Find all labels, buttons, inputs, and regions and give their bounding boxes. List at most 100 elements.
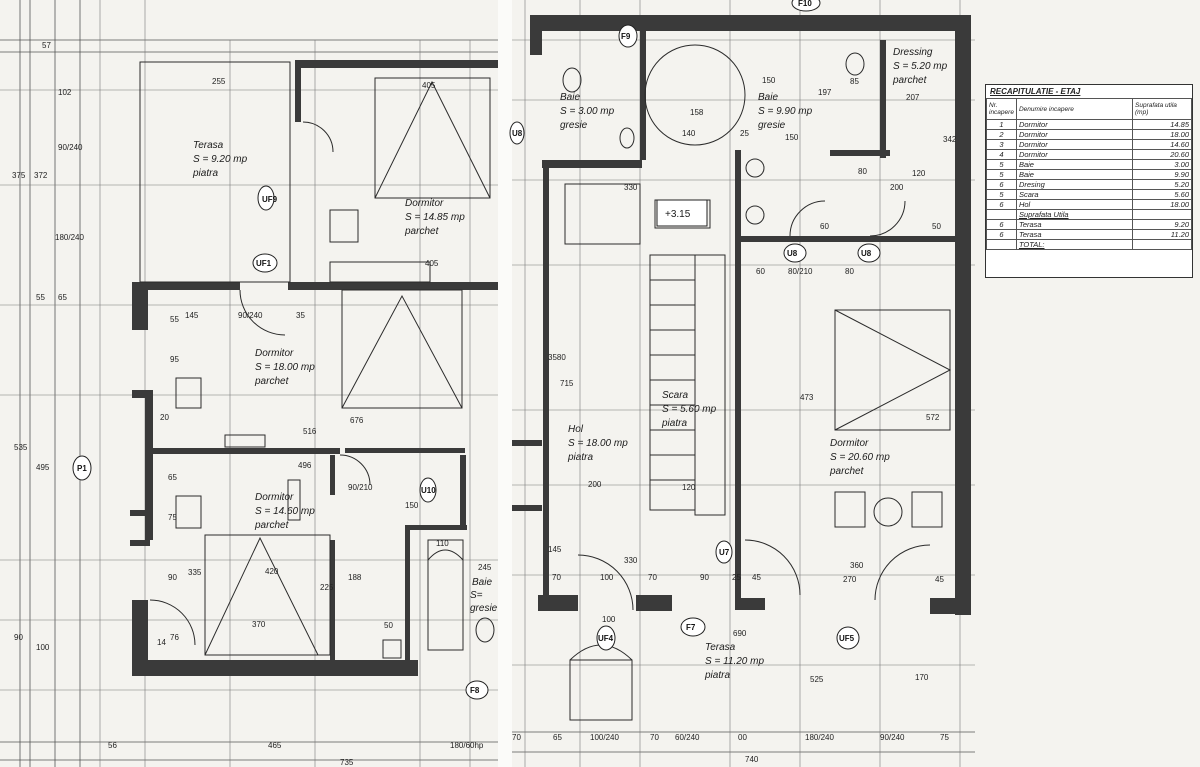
tag-bubble: U8 (783, 243, 807, 263)
svg-text:405: 405 (425, 259, 439, 268)
left-furniture (139, 61, 495, 659)
svg-text:715: 715 (560, 379, 574, 388)
svg-text:20: 20 (160, 413, 169, 422)
recap-row-nr: 1 (986, 119, 1017, 130)
tag-bubble: UF4 (596, 625, 616, 651)
recap-header-row: Nr. incapere Denumire incapere Suprafata… (986, 98, 1192, 120)
recap-row-name: Dormitor (1015, 129, 1134, 140)
dormitor-mid-name: Dormitor (255, 348, 294, 359)
svg-text:85: 85 (850, 77, 859, 86)
svg-text:100/240: 100/240 (590, 733, 619, 742)
recap-row-name: Hol (1015, 199, 1134, 210)
svg-text:335: 335 (188, 568, 202, 577)
baie-1-name: Baie (560, 92, 580, 103)
recap-row-area: 14.85 (1132, 119, 1192, 130)
svg-text:370: 370 (252, 620, 266, 629)
svg-text:516: 516 (303, 427, 317, 436)
dormitor-top-material: parchet (404, 226, 440, 237)
svg-text:F10: F10 (798, 0, 812, 8)
svg-text:420: 420 (265, 567, 279, 576)
recap-row-nr: 5 (986, 159, 1017, 170)
svg-text:197: 197 (818, 88, 832, 97)
svg-text:100: 100 (600, 573, 614, 582)
recap-row-nr: 6 (986, 229, 1017, 240)
svg-text:140: 140 (682, 129, 696, 138)
terasa-bottom-name: Terasa (705, 642, 736, 653)
svg-text:245: 245 (478, 563, 492, 572)
svg-text:F8: F8 (470, 686, 480, 695)
hol-name: Hol (568, 424, 584, 435)
terasa-top-material: piatra (192, 168, 218, 179)
svg-text:740: 740 (745, 755, 759, 764)
dormitor-right-material: parchet (829, 466, 865, 477)
dormitor-top-name: Dormitor (405, 198, 444, 209)
svg-text:60: 60 (756, 267, 765, 276)
recap-header-name: Denumire incapere (1015, 98, 1134, 120)
svg-text:65: 65 (58, 293, 67, 302)
svg-text:330: 330 (624, 556, 638, 565)
recap-row-nr: 5 (986, 189, 1017, 200)
dormitor-mid-material: parchet (254, 376, 290, 387)
svg-text:90: 90 (700, 573, 709, 582)
tag-bubble: P1 (72, 455, 92, 481)
svg-text:U8: U8 (512, 129, 523, 138)
recap-table: RECAPITULATIE - ETAJ Nr. incapere Denumi… (985, 84, 1193, 278)
svg-text:188: 188 (348, 573, 362, 582)
svg-text:342: 342 (943, 135, 957, 144)
svg-text:676: 676 (350, 416, 364, 425)
tag-bubble: UF9 (257, 185, 278, 211)
svg-text:150: 150 (785, 133, 799, 142)
recap-subtotal-row: Suprafata Utila (986, 209, 1192, 220)
recap-row-name: Dormitor (1015, 139, 1134, 150)
recap-row-area: 5.60 (1132, 189, 1192, 200)
scara-name: Scara (662, 390, 689, 401)
svg-text:25: 25 (740, 129, 749, 138)
svg-text:P1: P1 (77, 464, 87, 473)
svg-text:14: 14 (157, 638, 166, 647)
svg-text:00: 00 (738, 733, 747, 742)
level-mark: +3.15 (665, 209, 691, 220)
svg-text:80: 80 (845, 267, 854, 276)
tag-bubble: F10 (791, 0, 821, 12)
recap-row-name: Dresing (1015, 179, 1134, 190)
svg-text:75: 75 (940, 733, 949, 742)
scara-material: piatra (661, 418, 687, 429)
recap-title: RECAPITULATIE - ETAJ (990, 87, 1081, 96)
recap-header-nr: Nr. incapere (986, 98, 1017, 120)
recap-row-nr: 6 (986, 219, 1017, 230)
svg-text:102: 102 (58, 88, 72, 97)
recap-row-area: 20.60 (1132, 149, 1192, 160)
svg-text:270: 270 (843, 575, 857, 584)
svg-text:360: 360 (850, 561, 864, 570)
svg-text:330: 330 (624, 183, 638, 192)
baie-2-material: gresie (758, 120, 786, 131)
dormitor-low-area: S = 14.60 mp (255, 506, 315, 517)
svg-text:56: 56 (108, 741, 117, 750)
terasa-top-area: S = 9.20 mp (193, 154, 248, 165)
recap-row-name: Dormitor (1015, 149, 1134, 160)
svg-text:90/240: 90/240 (238, 311, 263, 320)
dormitor-right-area: S = 20.60 mp (830, 452, 890, 463)
tag-bubble: F8 (465, 680, 489, 700)
svg-text:50: 50 (384, 621, 393, 630)
svg-text:F9: F9 (621, 32, 631, 41)
svg-text:U10: U10 (421, 486, 436, 495)
tag-bubble: U10 (419, 477, 437, 503)
svg-text:57: 57 (42, 41, 51, 50)
dormitor-low-name: Dormitor (255, 492, 294, 503)
recap-row-nr: 5 (986, 169, 1017, 180)
svg-text:75: 75 (168, 513, 177, 522)
left-dimension-lines (0, 0, 498, 767)
svg-text:110: 110 (436, 539, 449, 548)
svg-text:465: 465 (268, 741, 282, 750)
svg-text:150: 150 (762, 76, 776, 85)
svg-text:150: 150 (405, 501, 419, 510)
room-labels: Terasa S = 9.20 mp piatra Dormitor S = 1… (192, 47, 948, 681)
svg-text:225: 225 (320, 583, 334, 592)
recap-header-area: Suprafata utila (mp) (1132, 98, 1192, 120)
svg-text:60: 60 (820, 222, 829, 231)
svg-text:120: 120 (912, 169, 926, 178)
